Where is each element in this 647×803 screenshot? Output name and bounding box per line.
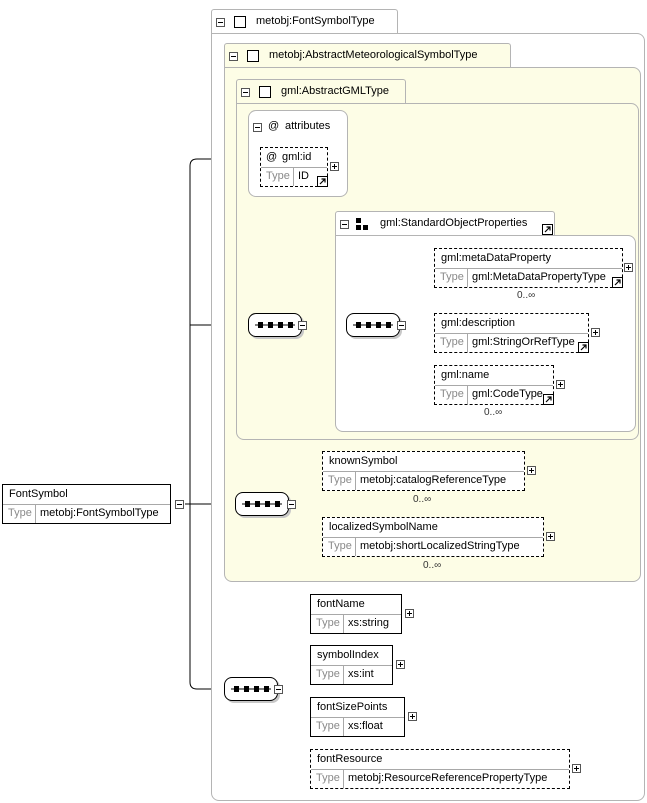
element-name: gml:description [441, 317, 515, 329]
expand-icon[interactable] [396, 660, 405, 669]
standard-object-properties-title: gml:StandardObjectProperties [380, 217, 528, 229]
group-icon [356, 218, 368, 230]
expand-icon[interactable] [591, 328, 600, 337]
type-value: metobj:ResourceReferencePropertyType [348, 772, 548, 784]
expand-icon[interactable] [546, 532, 555, 541]
type-value: metobj:FontSymbolType [40, 507, 159, 519]
sequence-compositor-gml[interactable] [248, 313, 302, 337]
expand-icon[interactable] [527, 466, 536, 475]
type-label: Type [440, 388, 464, 400]
element-symbol-index[interactable]: symbolIndex Type xs:int [310, 645, 393, 685]
type-label: Type [440, 271, 464, 283]
type-value: xs:string [348, 617, 389, 629]
abstract-gml-type-tab[interactable]: gml:AbstractGMLType [236, 79, 406, 103]
sequence-compositor-abstract-met[interactable] [235, 492, 289, 516]
type-value: gml:MetaDataPropertyType [472, 271, 606, 283]
go-to-type-icon[interactable] [317, 176, 328, 187]
collapse-icon[interactable] [298, 321, 307, 330]
collapse-icon[interactable] [253, 123, 262, 132]
element-name: symbolIndex [317, 649, 379, 661]
type-label: Type [8, 507, 32, 519]
cardinality: 0..∞ [423, 560, 442, 571]
type-value: metobj:shortLocalizedStringType [360, 540, 520, 552]
complex-type-icon [259, 86, 271, 98]
attribute-name: gml:id [282, 151, 312, 163]
expand-icon[interactable] [408, 712, 417, 721]
element-font-size-points[interactable]: fontSizePoints Type xs:float [310, 697, 405, 737]
type-value: gml:CodeType [472, 388, 543, 400]
sequence-compositor-standard-properties[interactable] [346, 313, 400, 337]
attribute-icon: @ [266, 151, 278, 163]
element-localized-symbol-name[interactable]: localizedSymbolName Type metobj:shortLoc… [322, 517, 544, 557]
type-value: xs:float [348, 720, 383, 732]
font-symbol-type-title: metobj:FontSymbolType [256, 15, 375, 27]
type-label: Type [328, 540, 352, 552]
collapse-icon[interactable] [287, 500, 296, 509]
collapse-icon[interactable] [175, 500, 184, 509]
element-name: gml:name [441, 369, 490, 381]
type-label: Type [440, 336, 464, 348]
standard-object-properties-tab[interactable]: gml:StandardObjectProperties [335, 211, 555, 235]
collapse-icon[interactable] [216, 18, 225, 27]
attribute-icon: @ [268, 120, 280, 132]
element-name: gml:metaDataProperty [441, 252, 552, 264]
element-gml-name[interactable]: gml:name Type gml:CodeType [434, 365, 554, 405]
element-name: knownSymbol [329, 455, 398, 467]
collapse-icon[interactable] [397, 321, 406, 330]
element-name: fontSizePoints [317, 701, 388, 713]
expand-icon[interactable] [405, 609, 414, 618]
type-label: Type [316, 617, 340, 629]
element-name: FontSymbol [9, 488, 68, 500]
element-description[interactable]: gml:description Type gml:StringOrRefType [434, 313, 589, 353]
type-value: xs:int [348, 668, 374, 680]
collapse-icon[interactable] [274, 685, 283, 694]
attribute-gml-id[interactable]: @ gml:id Type ID [260, 147, 328, 187]
element-name: fontName [317, 598, 365, 610]
element-font-name[interactable]: fontName Type xs:string [310, 594, 402, 634]
go-to-type-icon[interactable] [612, 277, 623, 288]
element-name: fontResource [317, 753, 383, 765]
abstract-met-symbol-type-tab[interactable]: metobj:AbstractMeteorologicalSymbolType [224, 43, 511, 67]
type-label: Type [328, 474, 352, 486]
element-known-symbol[interactable]: knownSymbol Type metobj:catalogReference… [322, 451, 525, 491]
font-symbol-type-tab[interactable]: metobj:FontSymbolType [211, 9, 398, 33]
go-to-type-icon[interactable] [578, 342, 589, 353]
collapse-icon[interactable] [241, 88, 250, 97]
type-value: metobj:catalogReferenceType [360, 474, 507, 486]
go-to-group-icon[interactable] [542, 224, 553, 235]
collapse-icon[interactable] [340, 220, 349, 229]
element-font-resource[interactable]: fontResource Type metobj:ResourceReferen… [310, 749, 570, 789]
cardinality: 0..∞ [517, 290, 536, 301]
expand-icon[interactable] [330, 162, 339, 171]
type-value: gml:StringOrRefType [472, 336, 575, 348]
abstract-met-symbol-type-title: metobj:AbstractMeteorologicalSymbolType [269, 49, 478, 61]
element-name: localizedSymbolName [329, 521, 438, 533]
type-label: Type [266, 170, 290, 182]
sequence-compositor-font-symbol[interactable] [224, 677, 278, 701]
type-label: Type [316, 720, 340, 732]
expand-icon[interactable] [556, 380, 565, 389]
cardinality: 0..∞ [484, 407, 503, 418]
complex-type-icon [247, 50, 259, 62]
type-label: Type [316, 668, 340, 680]
attributes-title: attributes [285, 120, 331, 132]
root-element-font-symbol[interactable]: FontSymbol Type metobj:FontSymbolType [2, 484, 171, 524]
abstract-gml-type-title: gml:AbstractGMLType [281, 85, 389, 97]
go-to-type-icon[interactable] [543, 394, 554, 405]
expand-icon[interactable] [572, 764, 581, 773]
type-label: Type [316, 772, 340, 784]
expand-icon[interactable] [624, 263, 633, 272]
type-value: ID [298, 170, 309, 182]
cardinality: 0..∞ [413, 494, 432, 505]
element-meta-data-property[interactable]: gml:metaDataProperty Type gml:MetaDataPr… [434, 248, 623, 288]
collapse-icon[interactable] [229, 52, 238, 61]
complex-type-icon [234, 16, 246, 28]
